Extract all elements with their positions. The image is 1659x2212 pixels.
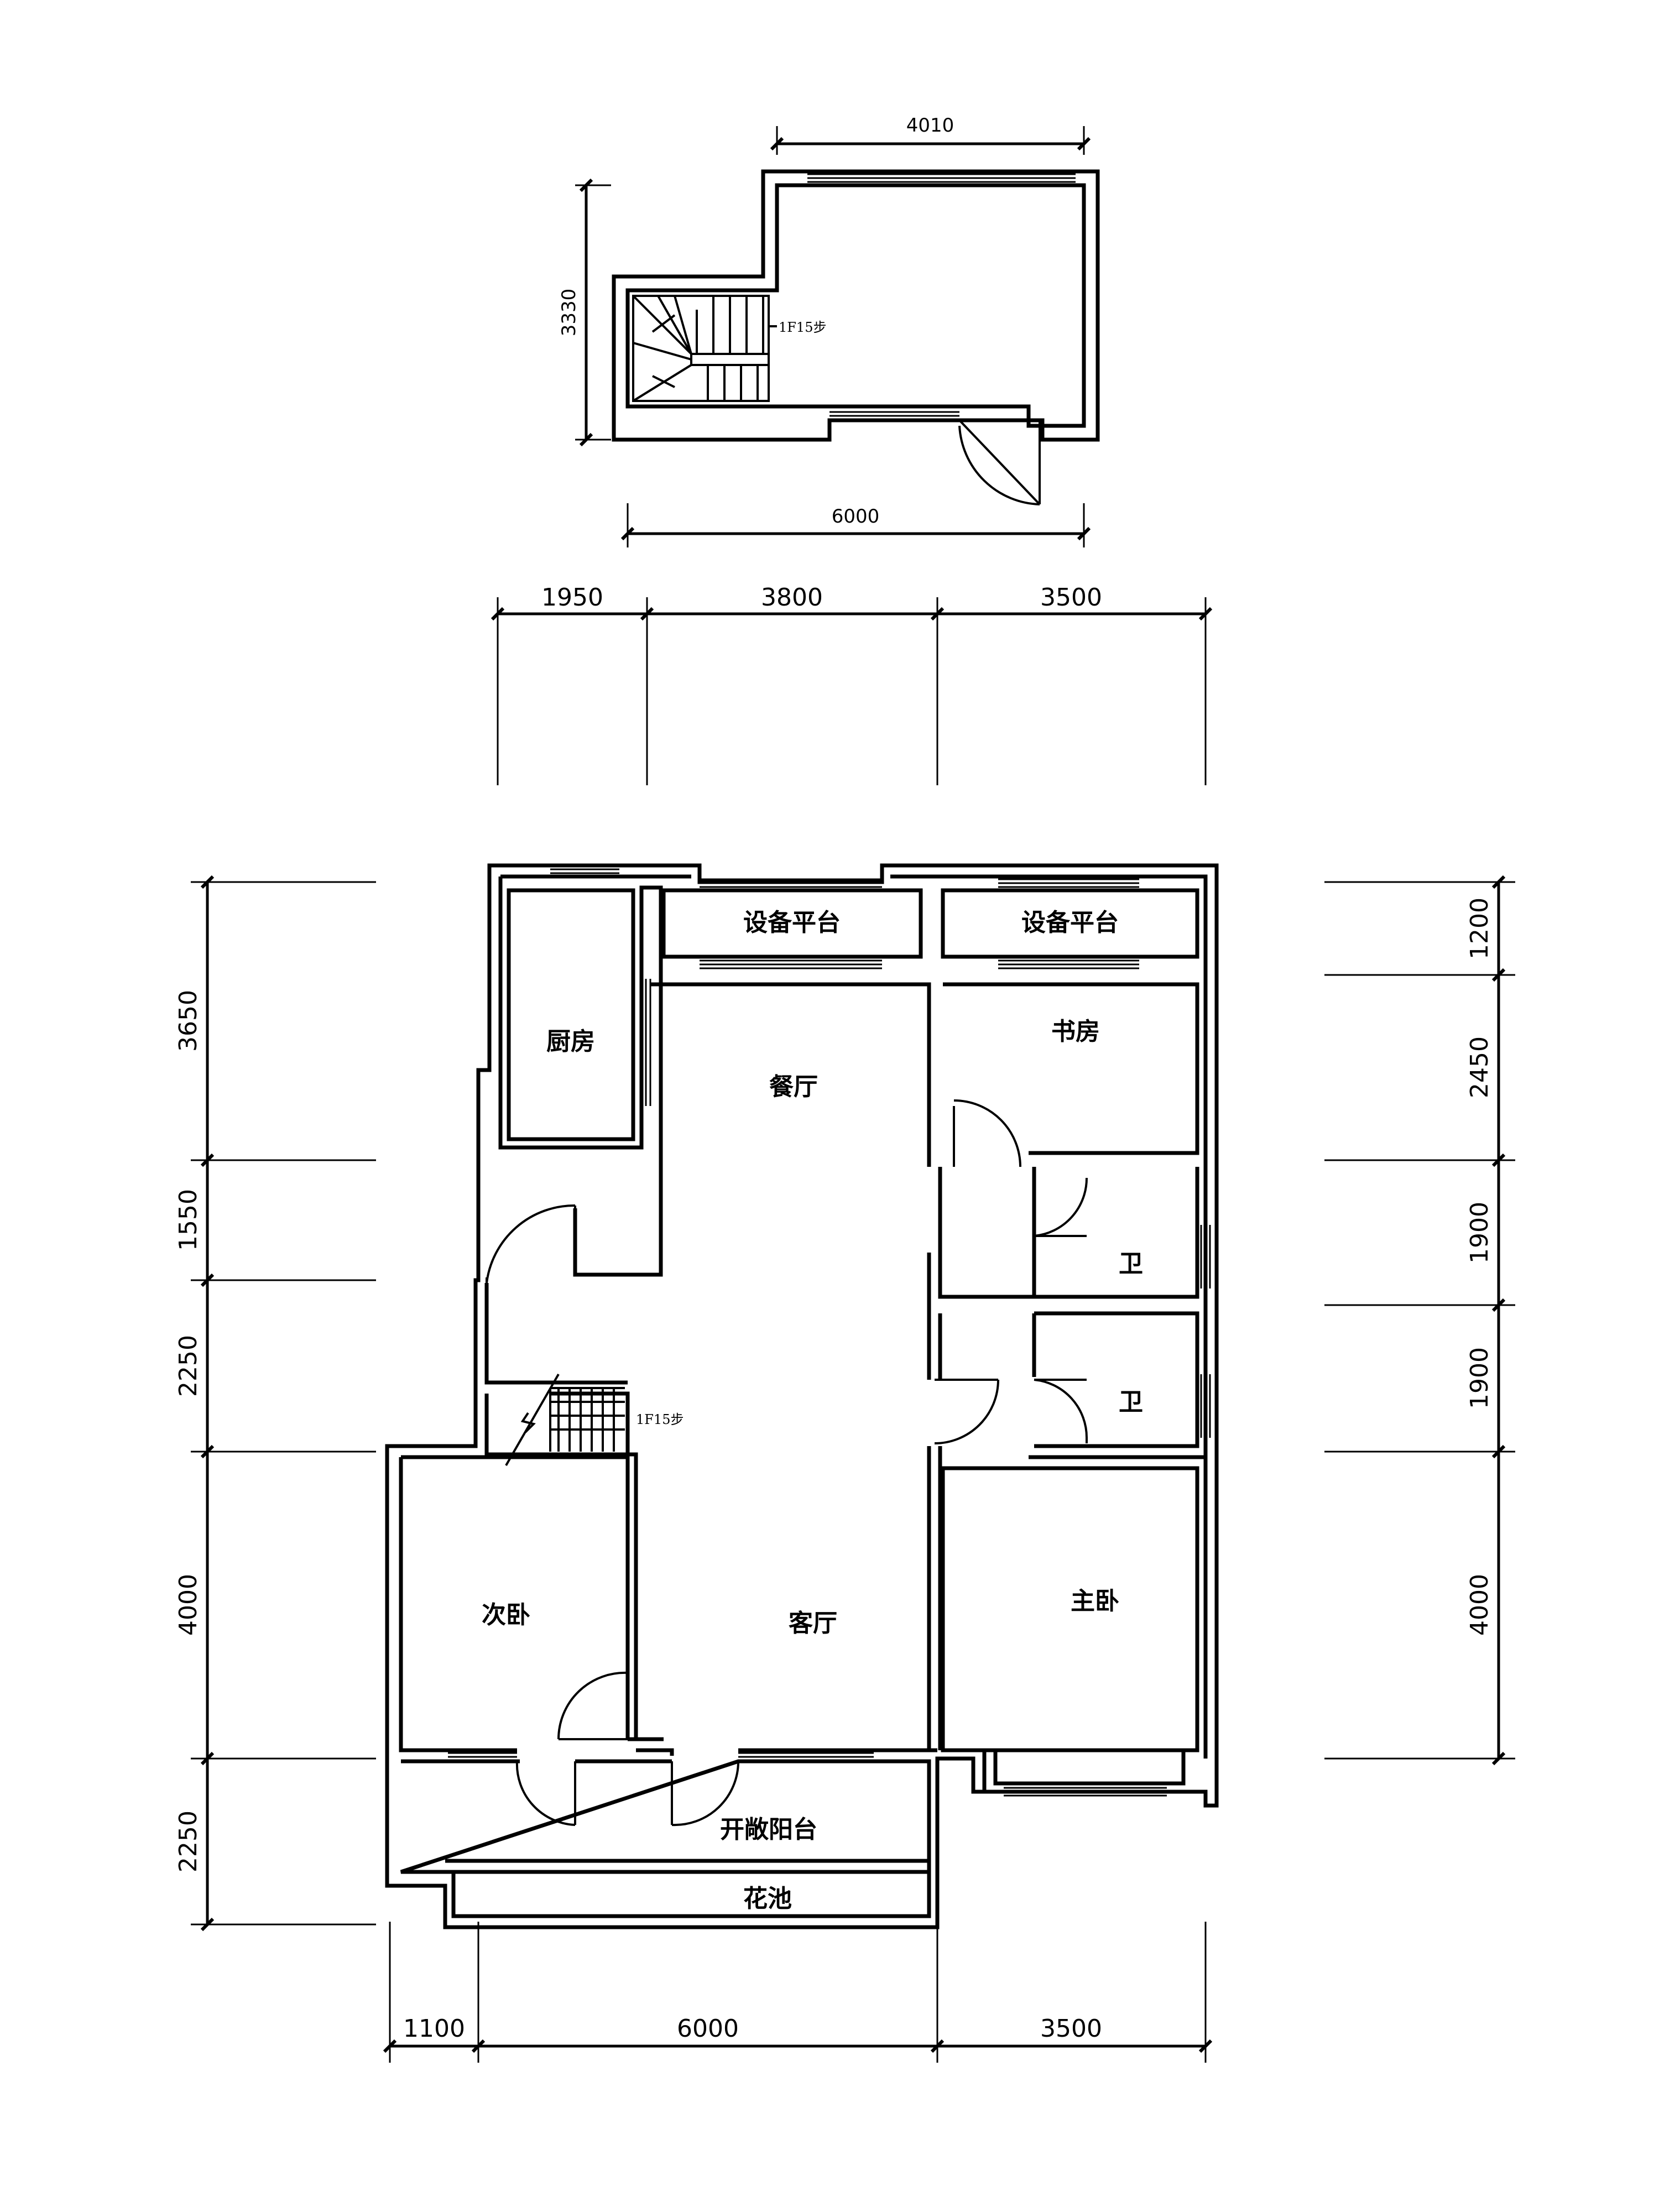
equip-1-window <box>700 878 882 888</box>
bath-walls <box>938 1167 1206 1459</box>
living-wall <box>628 1452 937 1756</box>
left-dim-5: 2250 <box>174 1811 202 1872</box>
upper-dim-left: 3330 <box>558 178 611 447</box>
room-labels: 设备平台 设备平台 厨房 餐厅 书房 卫 卫 次卧 客厅 主卧 开敞阳台 花池 <box>482 909 1143 1913</box>
upper-door <box>958 419 1041 505</box>
secondary-bedroom-wall <box>399 1455 664 1752</box>
main-floor-walls <box>385 863 1219 1929</box>
bath-2-window <box>1200 1374 1211 1438</box>
room-master-bedroom: 主卧 <box>1071 1587 1119 1615</box>
secondary-bedroom-window <box>448 1752 517 1762</box>
room-bath-1: 卫 <box>1119 1250 1143 1278</box>
flower-bed-wall <box>445 1859 929 1874</box>
master-bay <box>982 1750 1186 1792</box>
equip-platform-1-wall <box>661 888 923 959</box>
main-left-dimensions: 3650 1550 2250 4000 2250 <box>174 875 376 1932</box>
right-dim-2: 2450 <box>1465 1036 1494 1098</box>
bath-1-door <box>1034 1177 1088 1237</box>
balcony-door-left <box>515 1761 576 1826</box>
room-dining: 餐厅 <box>769 1073 818 1101</box>
upper-dim-bottom-label: 6000 <box>832 505 880 528</box>
main-floor-windows <box>448 868 1211 1797</box>
left-dim-4: 4000 <box>174 1574 202 1636</box>
study-door <box>953 1099 1021 1167</box>
right-dim-5: 4000 <box>1465 1574 1494 1636</box>
upper-top-window <box>807 173 1076 183</box>
upper-inner-wall <box>625 183 1086 428</box>
top-dim-2: 3800 <box>761 583 823 612</box>
master-bay-window <box>1004 1787 1167 1797</box>
upper-stair-label: 1F15步 <box>779 320 826 335</box>
main-bottom-dimensions: 1100 6000 3500 <box>383 1922 1213 2063</box>
upper-floor-plan: 1F15步 4010 6000 3330 <box>558 114 1100 547</box>
room-bath-2: 卫 <box>1119 1388 1143 1416</box>
upper-stair: 1F15步 <box>632 295 826 402</box>
upper-dim-top: 4010 <box>770 114 1091 155</box>
hall-door <box>934 1379 999 1444</box>
room-flower-bed: 花池 <box>743 1885 792 1913</box>
room-study: 书房 <box>1051 1018 1100 1046</box>
top-dim-1: 1950 <box>541 583 603 612</box>
secondary-bedroom-door <box>557 1671 628 1740</box>
kitchen-window <box>550 868 619 878</box>
balcony-door-right <box>671 1761 740 1827</box>
main-stair-label: 1F15步 <box>636 1412 684 1427</box>
upper-outer-wall <box>612 169 1100 442</box>
bottom-dim-3: 3500 <box>1040 2015 1102 2043</box>
living-window <box>738 1752 874 1762</box>
upper-bottom-window <box>830 411 959 421</box>
kitchen-wall <box>507 888 635 1141</box>
bath-2-door <box>1034 1379 1088 1443</box>
right-dim-3: 1900 <box>1465 1202 1494 1264</box>
dining-right-wall <box>650 982 1199 1750</box>
right-dim-1: 1200 <box>1465 898 1494 959</box>
room-kitchen: 厨房 <box>546 1027 595 1056</box>
equip-2-window <box>998 878 1139 888</box>
bath-1-window <box>1200 1225 1211 1288</box>
room-secondary-bedroom: 次卧 <box>482 1601 530 1629</box>
outer-wall-inner <box>498 874 1208 1759</box>
left-dim-1: 3650 <box>174 990 202 1052</box>
left-dim-3: 2250 <box>174 1335 202 1397</box>
upper-dim-bottom: 6000 <box>620 503 1091 547</box>
equip-platform-2-wall <box>941 888 1199 959</box>
balcony-wall <box>400 1759 931 1918</box>
main-right-dimensions: 1200 2450 1900 1900 4000 <box>1324 875 1515 1766</box>
room-equipment-platform-1: 设备平台 <box>743 909 841 937</box>
top-dim-3: 3500 <box>1040 583 1102 612</box>
study-window <box>998 959 1139 969</box>
right-dim-4: 1900 <box>1465 1347 1494 1409</box>
left-dim-2: 1550 <box>174 1189 202 1251</box>
bottom-dim-2: 6000 <box>677 2015 739 2043</box>
bottom-dim-1: 1100 <box>403 2015 465 2043</box>
upper-dim-left-label: 3330 <box>558 289 580 337</box>
room-living: 客厅 <box>789 1609 837 1637</box>
upper-dim-top-label: 4010 <box>906 114 954 137</box>
master-bedroom-wall <box>941 1466 1199 1752</box>
main-top-dimensions: 1950 3800 3500 <box>491 583 1213 785</box>
main-floor-doors <box>486 1099 1088 1827</box>
dining-window <box>700 959 882 969</box>
kitchen-side-window <box>640 979 651 1106</box>
entry-door <box>486 1204 576 1284</box>
room-open-balcony: 开敞阳台 <box>720 1815 817 1844</box>
main-stair: 1F15步 <box>505 1374 684 1466</box>
outer-wall <box>385 863 1219 1929</box>
room-equipment-platform-2: 设备平台 <box>1021 909 1119 937</box>
